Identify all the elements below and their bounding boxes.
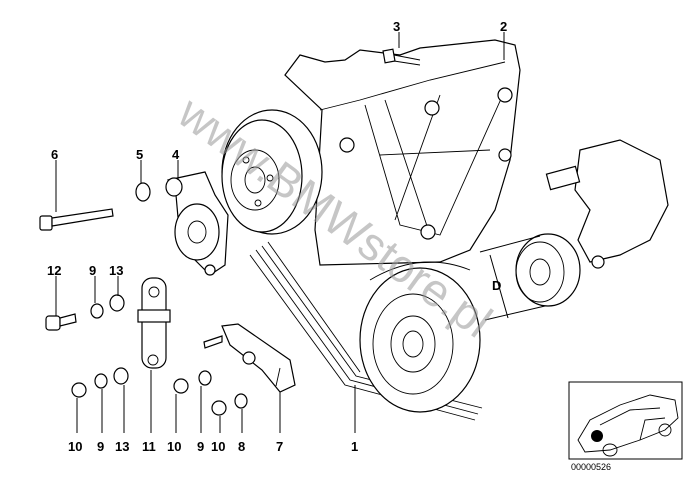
label-9: 9 bbox=[89, 263, 96, 278]
label-12: 12 bbox=[47, 263, 61, 278]
label-6: 6 bbox=[51, 147, 58, 162]
label-8: 8 bbox=[238, 439, 245, 454]
part-1-belt bbox=[249, 241, 483, 421]
label-13: 13 bbox=[115, 439, 129, 454]
label-9: 9 bbox=[197, 439, 204, 454]
label-4: 4 bbox=[172, 147, 180, 162]
crankshaft-pulley bbox=[359, 267, 481, 413]
vehicle-locator-inset bbox=[568, 381, 683, 460]
location-marker bbox=[591, 430, 603, 442]
label-5: 5 bbox=[136, 147, 143, 162]
part-6-bolt bbox=[39, 208, 114, 231]
diagram-code: 00000526 bbox=[571, 462, 611, 472]
water-pump bbox=[545, 139, 669, 269]
label-11: 11 bbox=[142, 439, 156, 454]
water-pump-pulley bbox=[479, 233, 581, 321]
part-11-damper bbox=[137, 277, 171, 369]
part-12-bolt bbox=[45, 313, 77, 331]
part-5-washer bbox=[135, 182, 151, 202]
label-10: 10 bbox=[167, 439, 181, 454]
label-1: 1 bbox=[351, 439, 358, 454]
compressor-pulley bbox=[221, 109, 323, 235]
part-2-bracket bbox=[284, 39, 521, 266]
dimension-d-label: D bbox=[492, 278, 501, 293]
part-4-tensioner bbox=[165, 171, 229, 276]
label-9: 9 bbox=[97, 439, 104, 454]
label-3: 3 bbox=[393, 19, 400, 34]
leader-lines bbox=[55, 32, 505, 433]
label-7: 7 bbox=[276, 439, 283, 454]
label-10: 10 bbox=[211, 439, 225, 454]
small-hardware bbox=[71, 294, 248, 416]
label-2: 2 bbox=[500, 19, 507, 34]
label-10: 10 bbox=[68, 439, 82, 454]
label-13: 13 bbox=[109, 263, 123, 278]
part-3-bolt bbox=[382, 48, 421, 66]
part-7-bracket bbox=[203, 323, 296, 393]
